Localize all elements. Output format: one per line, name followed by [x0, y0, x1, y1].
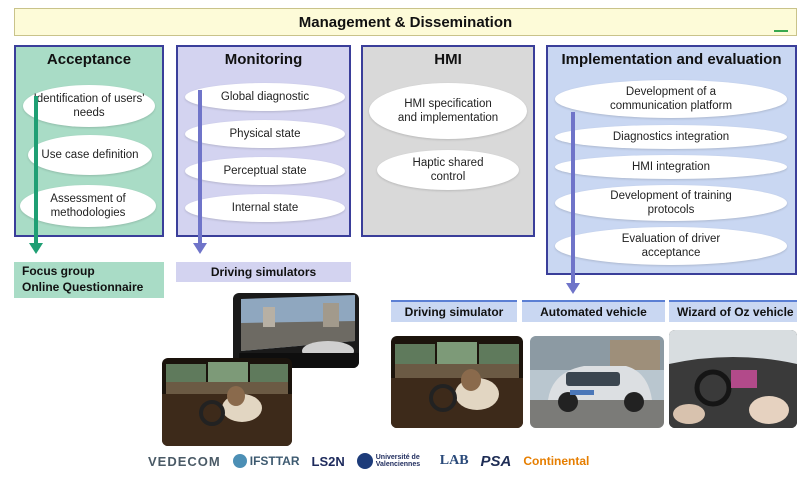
logo-valenciennes: Université de Valenciennes: [356, 453, 428, 469]
acceptance-item-assessment: Assessment of methodologies: [20, 185, 156, 227]
logo-continental: Continental: [523, 454, 590, 468]
acceptance-title: Acceptance: [46, 51, 132, 68]
ifsttar-emblem-icon: [232, 454, 247, 468]
monitoring-title: Monitoring: [224, 51, 303, 68]
implementation-item-diagnostics: Diagnostics integration: [555, 125, 787, 149]
monitoring-arrow-head: [193, 243, 207, 254]
focus-group-label: Focus group Online Questionnaire: [14, 262, 164, 298]
simulator-room-photo: [233, 293, 359, 368]
automated-vehicle-label: Automated vehicle: [522, 300, 665, 322]
logo-lab: LAB: [439, 453, 469, 468]
acceptance-item-use-case: Use case definition: [28, 135, 152, 175]
implementation-item-training: Development of training protocols: [555, 185, 787, 221]
wizard-of-oz-label: Wizard of Oz vehicle: [669, 300, 797, 322]
acceptance-arrow-shaft: [34, 96, 38, 244]
implementation-item-communication: Development of a communication platform: [555, 80, 787, 118]
logo-psa: PSA: [480, 452, 512, 470]
online-questionnaire-text: Online Questionnaire: [22, 280, 144, 294]
monitoring-item-physical: Physical state: [185, 120, 345, 148]
management-dissemination-banner: Management & Dissemination: [14, 8, 797, 36]
acceptance-arrow-head: [29, 243, 43, 254]
driving-simulator-label: Driving simulator: [391, 300, 517, 322]
implementation-panel: Implementation and evaluation Developmen…: [546, 45, 797, 275]
cnrs-emblem-icon: [356, 453, 373, 469]
acceptance-panel: Acceptance Identification of users' need…: [14, 45, 164, 237]
monitoring-arrow-shaft: [198, 90, 202, 244]
acceptance-item-users-needs: Identification of users' needs: [23, 85, 155, 127]
logo-vedecom: VEDECOM: [148, 453, 221, 469]
hmi-item-haptic: Haptic shared control: [377, 150, 519, 190]
simulator-cockpit-photo: [162, 358, 292, 446]
monitoring-panel: Monitoring Global diagnostic Physical st…: [176, 45, 351, 237]
implementation-arrow-shaft: [571, 112, 575, 284]
driving-simulators-label: Driving simulators: [176, 262, 351, 282]
implementation-arrow-head: [566, 283, 580, 294]
partner-logos-row: VEDECOM IFSTTAR LS2N Université de Valen…: [148, 449, 668, 473]
hmi-panel: HMI HMI specification and implementation…: [361, 45, 535, 237]
automated-vehicle-photo: [530, 336, 664, 428]
driving-simulator-photo: [391, 336, 523, 428]
hmi-item-specification: HMI specification and implementation: [369, 83, 527, 139]
focus-group-text: Focus group: [22, 264, 95, 279]
logo-ls2n: LS2N: [311, 453, 345, 469]
monitoring-item-global: Global diagnostic: [185, 83, 345, 111]
banner-corner-mark: [774, 30, 788, 32]
implementation-item-hmi-integration: HMI integration: [555, 155, 787, 179]
wizard-of-oz-vehicle-photo: [669, 330, 797, 428]
monitoring-item-internal: Internal state: [185, 194, 345, 222]
monitoring-item-perceptual: Perceptual state: [185, 157, 345, 185]
hmi-title: HMI: [434, 51, 462, 68]
logo-ifsttar: IFSTTAR: [232, 454, 300, 468]
banner-title: Management & Dissemination: [298, 13, 513, 31]
implementation-item-driver-acceptance: Evaluation of driver acceptance: [555, 227, 787, 265]
implementation-title: Implementation and evaluation: [561, 51, 782, 68]
